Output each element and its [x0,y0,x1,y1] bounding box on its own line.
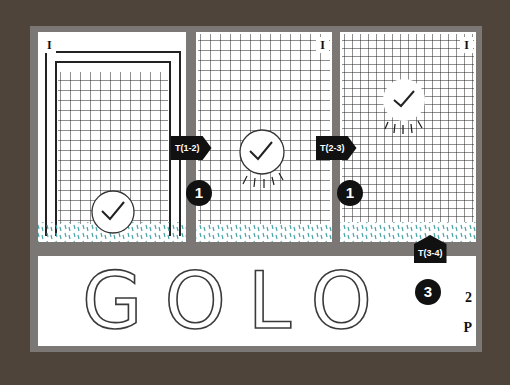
panel-paper [38,32,186,242]
panel-marker: P [463,320,472,336]
check-mark [250,142,272,159]
check-mark [102,202,124,219]
panel-marker: I [43,37,56,53]
panel-paper [340,32,476,242]
callout-number: 3 [415,279,441,305]
panel-marker: 2 [465,290,472,306]
grass [196,224,332,242]
goal-posts [46,52,180,236]
screen-text: GOLO [82,259,394,343]
storyboard-panel: GOLO 2P [38,256,476,346]
motion-lines [243,173,283,188]
check-mark [394,91,414,106]
ball [240,130,284,174]
storyboard-panel: I [38,32,186,242]
ball [384,80,424,120]
grass [340,222,476,242]
goal-net [198,34,330,224]
paper-ground [30,26,482,352]
panel-paper [38,256,476,346]
panel-marker: I [460,37,473,53]
storyboard-panel: I [340,32,476,242]
ball [92,191,134,233]
callout-number: 1 [186,180,212,206]
panel-marker: I [316,37,329,53]
panel-paper [196,32,332,242]
storyboard-panel: I [196,32,332,242]
callout-number: 1 [337,180,363,206]
impact-lines [385,121,422,134]
